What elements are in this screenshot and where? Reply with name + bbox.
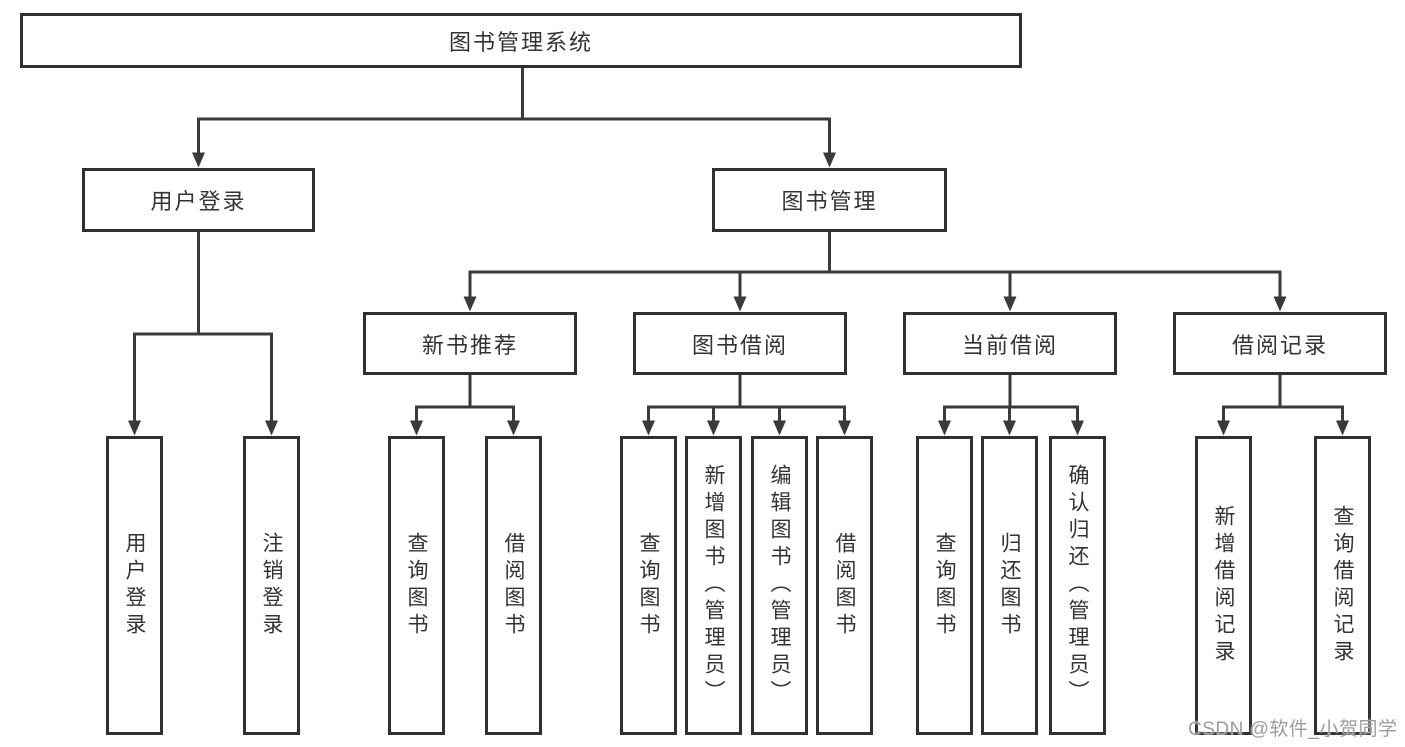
leaf-cb-query-books: 查询图书 — [916, 436, 973, 735]
node-new-book-recommend: 新书推荐 — [363, 312, 577, 375]
leaf-logout: 注销登录 — [243, 436, 300, 735]
leaf-cb-return-books: 归还图书 — [981, 436, 1038, 735]
leaf-cb-confirm-return-admin: 确认归还（管理员） — [1049, 436, 1106, 735]
node-book-management: 图书管理 — [712, 168, 947, 232]
leaf-nbr-borrow-books: 借阅图书 — [485, 436, 542, 735]
leaf-bb-borrow-books: 借阅图书 — [816, 436, 873, 735]
leaf-bb-query-books: 查询图书 — [620, 436, 677, 735]
leaf-bb-add-books-admin: 新增图书（管理员） — [685, 436, 742, 735]
leaf-nbr-query-books: 查询图书 — [388, 436, 445, 735]
leaf-user-login: 用户登录 — [106, 436, 163, 735]
watermark: CSDN @软件_小贺同学 — [1188, 719, 1398, 740]
node-borrow-records: 借阅记录 — [1173, 312, 1387, 375]
node-root: 图书管理系统 — [20, 13, 1022, 68]
leaf-br-query-record: 查询借阅记录 — [1314, 436, 1371, 735]
leaf-br-add-record: 新增借阅记录 — [1195, 436, 1252, 735]
node-user-login: 用户登录 — [82, 168, 315, 232]
leaf-bb-edit-books-admin: 编辑图书（管理员） — [751, 436, 808, 735]
node-current-borrow: 当前借阅 — [903, 312, 1117, 375]
node-book-borrow: 图书借阅 — [633, 312, 847, 375]
